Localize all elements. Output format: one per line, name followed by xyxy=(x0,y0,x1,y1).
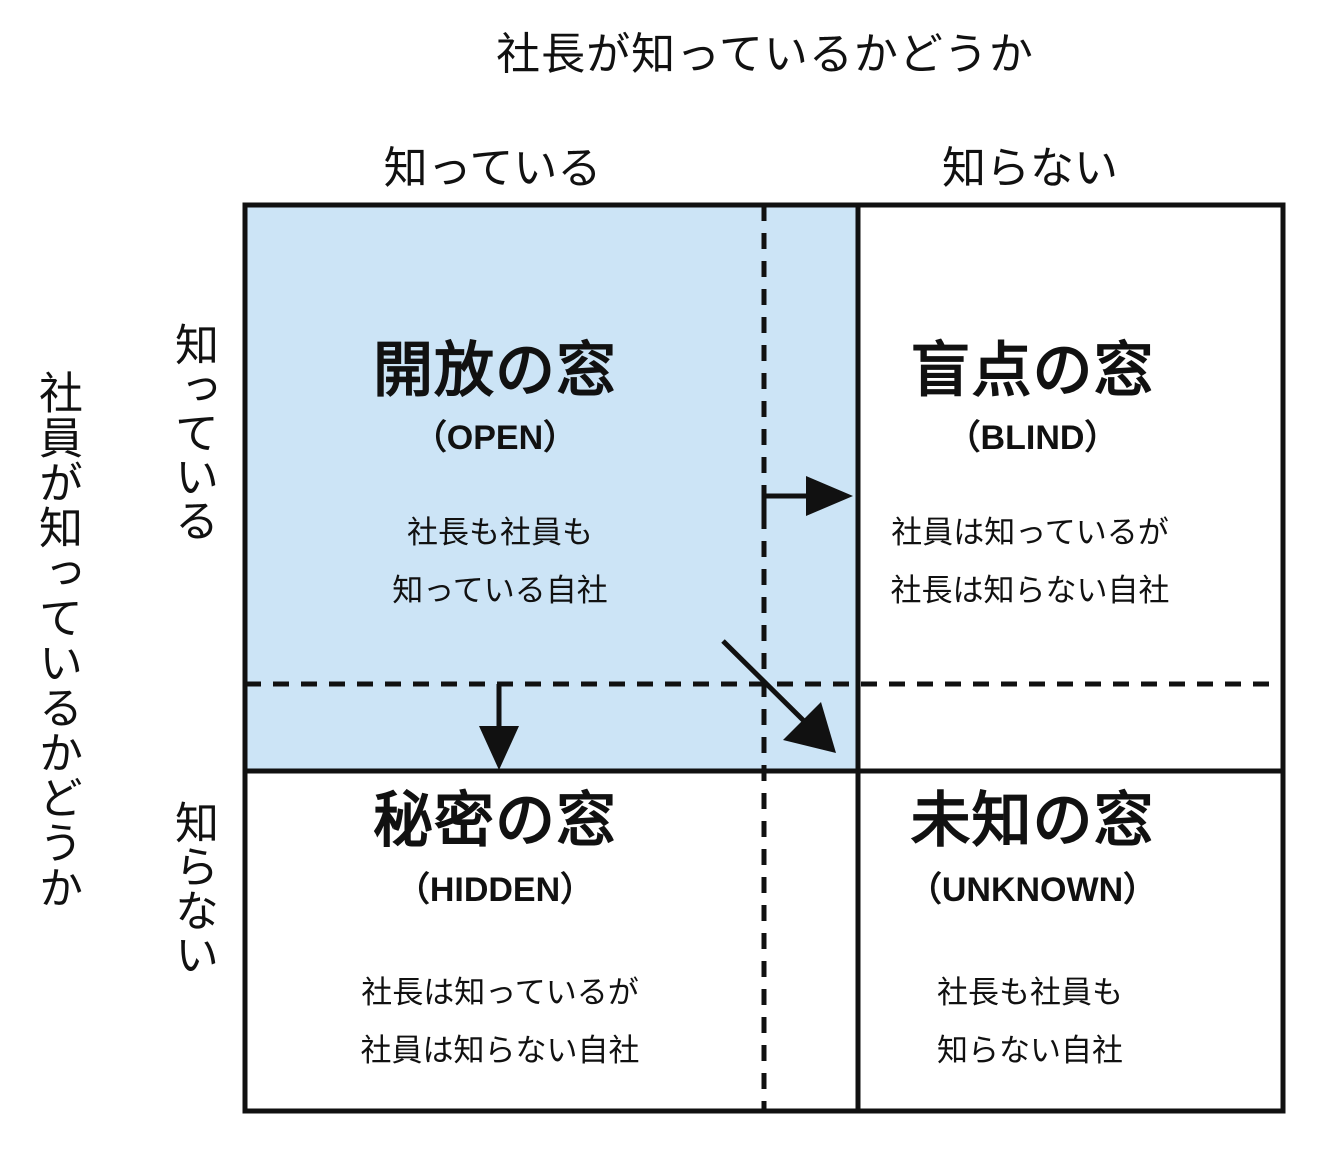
left-axis-title: 社員が知っているかどうか xyxy=(31,370,82,910)
arrow-diagonal-icon xyxy=(721,639,836,753)
blind-window-description: 社員は知っているが 社長は知らない自社 xyxy=(860,504,1200,620)
unknown-desc-line-1: 社長も社員も xyxy=(937,975,1123,1011)
row-label-unknown: 知らない xyxy=(167,800,218,976)
hidden-window-subtitle: （HIDDEN） xyxy=(395,871,595,909)
open-window-title: 開放の窓 xyxy=(373,336,617,406)
unknown-desc-line-2: 知らない自社 xyxy=(937,1033,1123,1069)
hidden-window-title: 秘密の窓 xyxy=(373,786,617,856)
blind-desc-line-2: 社長は知らない自社 xyxy=(890,573,1170,609)
blind-desc-line-1: 社員は知っているが xyxy=(891,515,1169,551)
hidden-desc-line-2: 社員は知らない自社 xyxy=(360,1033,640,1069)
unknown-window-title: 未知の窓 xyxy=(910,786,1155,856)
blind-window-title: 盲点の窓 xyxy=(910,336,1155,406)
open-window-description: 社長も社員も 知っている自社 xyxy=(245,504,755,620)
hidden-window-description: 社長は知っているが 社員は知らない自社 xyxy=(245,964,755,1080)
top-axis-title: 社長が知っているかどうか xyxy=(496,29,1034,80)
open-desc-line-2: 知っている自社 xyxy=(392,573,608,609)
open-desc-line-1: 社長も社員も xyxy=(407,515,593,551)
unknown-window-description: 社長も社員も 知らない自社 xyxy=(860,964,1200,1080)
unknown-window-subtitle: （UNKNOWN） xyxy=(907,871,1158,909)
column-label-known: 知っている xyxy=(383,143,602,194)
open-window-subtitle: （OPEN） xyxy=(412,419,578,457)
arrow-right-icon xyxy=(761,476,853,520)
blind-window-subtitle: （BLIND） xyxy=(946,419,1119,457)
arrow-down-icon xyxy=(479,684,519,770)
column-label-unknown: 知らない xyxy=(942,143,1118,194)
hidden-desc-line-1: 社長は知っているが xyxy=(361,975,639,1011)
row-label-known: 知っている xyxy=(167,322,218,542)
